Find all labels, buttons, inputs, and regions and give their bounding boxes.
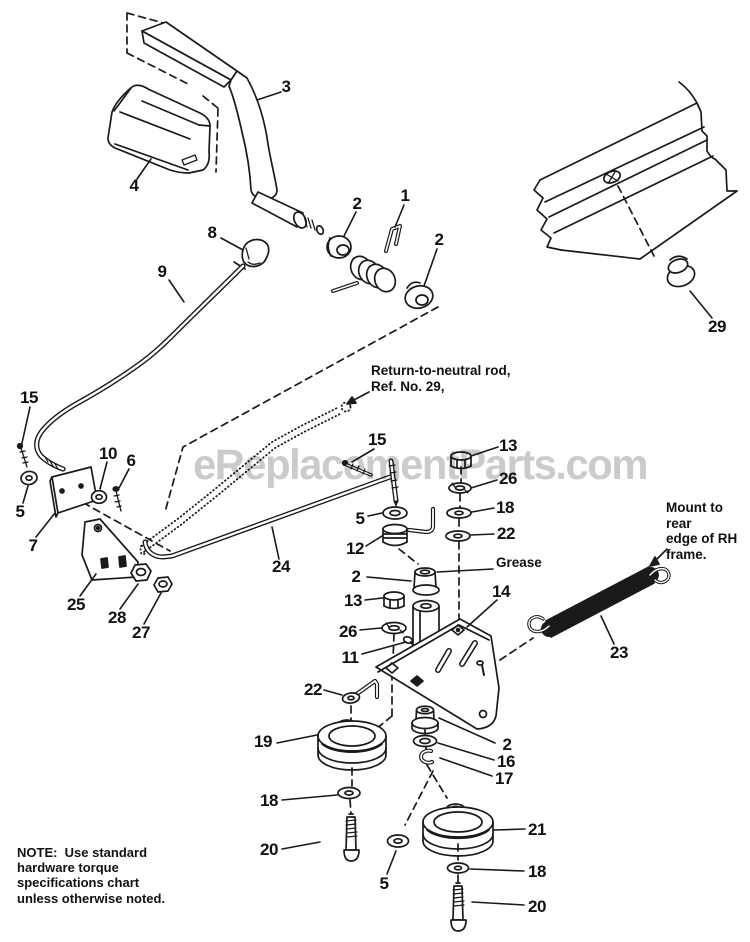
part-callout-15: 15 bbox=[20, 388, 38, 407]
part-callout-12: 12 bbox=[346, 539, 364, 558]
part-callout-2: 2 bbox=[351, 567, 361, 586]
part-callout-4: 4 bbox=[129, 176, 139, 195]
bottom-left-hardware bbox=[337, 786, 410, 862]
lower-anchor-pin bbox=[341, 678, 380, 704]
part-callout-26: 26 bbox=[499, 469, 517, 488]
part-callout-3: 3 bbox=[281, 77, 291, 96]
pivot-bushing-rear bbox=[404, 281, 434, 310]
part-callout-16: 16 bbox=[497, 752, 515, 771]
dashed-guides bbox=[61, 12, 655, 884]
mount-annotation: Mount to rear edge of RH frame. bbox=[666, 500, 738, 562]
part-callout-9: 9 bbox=[157, 262, 167, 281]
part-callout-29: 29 bbox=[708, 317, 726, 336]
idler-pulley-left bbox=[317, 719, 387, 771]
watermark: eReplacementParts.com bbox=[193, 441, 648, 489]
part-callout-2: 2 bbox=[502, 735, 512, 754]
frame-corner bbox=[533, 81, 738, 260]
part-callout-1: 1 bbox=[400, 186, 410, 205]
knob bbox=[233, 238, 270, 270]
part-callout-6: 6 bbox=[126, 451, 136, 470]
torsion-spring bbox=[331, 224, 402, 293]
part-callout-5: 5 bbox=[379, 874, 389, 893]
part-callout-18: 18 bbox=[496, 498, 514, 517]
extension-spring bbox=[527, 566, 671, 638]
brake-rod bbox=[142, 458, 399, 560]
leader-lines bbox=[21, 91, 713, 906]
part-callout-24: 24 bbox=[272, 557, 290, 576]
control-rod bbox=[34, 263, 246, 472]
part-callout-13: 13 bbox=[344, 591, 362, 610]
pedal-pad bbox=[107, 84, 211, 174]
part-callout-18: 18 bbox=[528, 862, 546, 881]
part-callout-27: 27 bbox=[132, 623, 150, 642]
part-callout-23: 23 bbox=[610, 643, 628, 662]
part-callout-5: 5 bbox=[15, 502, 25, 521]
part-callout-18: 18 bbox=[260, 791, 278, 810]
part-callout-26: 26 bbox=[339, 622, 357, 641]
part-callout-15: 15 bbox=[368, 430, 386, 449]
part-callout-19: 19 bbox=[254, 732, 272, 751]
part-callout-14: 14 bbox=[492, 582, 510, 601]
part-callout-21: 21 bbox=[528, 820, 546, 839]
right-fastener-stack bbox=[406, 451, 472, 542]
pedal-arm bbox=[141, 21, 325, 236]
part-callout-2: 2 bbox=[352, 194, 362, 213]
part-callout-11: 11 bbox=[341, 648, 359, 667]
part-callout-25: 25 bbox=[67, 595, 85, 614]
part-callout-8: 8 bbox=[207, 223, 217, 242]
annotation-arrows bbox=[346, 391, 668, 567]
part-callout-5: 5 bbox=[355, 509, 365, 528]
torque-note: NOTE: Use standard hardware torque speci… bbox=[17, 845, 166, 906]
left-mounting-parts bbox=[16, 442, 173, 593]
part-callout-22: 22 bbox=[497, 524, 515, 543]
part-callout-20: 20 bbox=[528, 897, 546, 916]
pivot-bushing-front bbox=[326, 235, 352, 259]
part-callout-10: 10 bbox=[99, 444, 117, 463]
part-callout-7: 7 bbox=[28, 536, 38, 555]
part-callout-28: 28 bbox=[108, 608, 126, 627]
return-rod-annotation: Return-to-neutral rod, Ref. No. 29, bbox=[371, 363, 511, 394]
part-callout-22: 22 bbox=[304, 680, 322, 699]
idler-pulley-right bbox=[422, 803, 494, 932]
idler-plate bbox=[375, 618, 500, 730]
part-callout-20: 20 bbox=[260, 840, 278, 859]
part-callout-17: 17 bbox=[495, 769, 513, 788]
frame-plug bbox=[666, 255, 696, 288]
grease-annotation: Grease bbox=[496, 555, 542, 570]
part-callout-13: 13 bbox=[499, 436, 517, 455]
part-callout-2: 2 bbox=[434, 230, 444, 249]
under-plate-stack bbox=[411, 705, 439, 765]
